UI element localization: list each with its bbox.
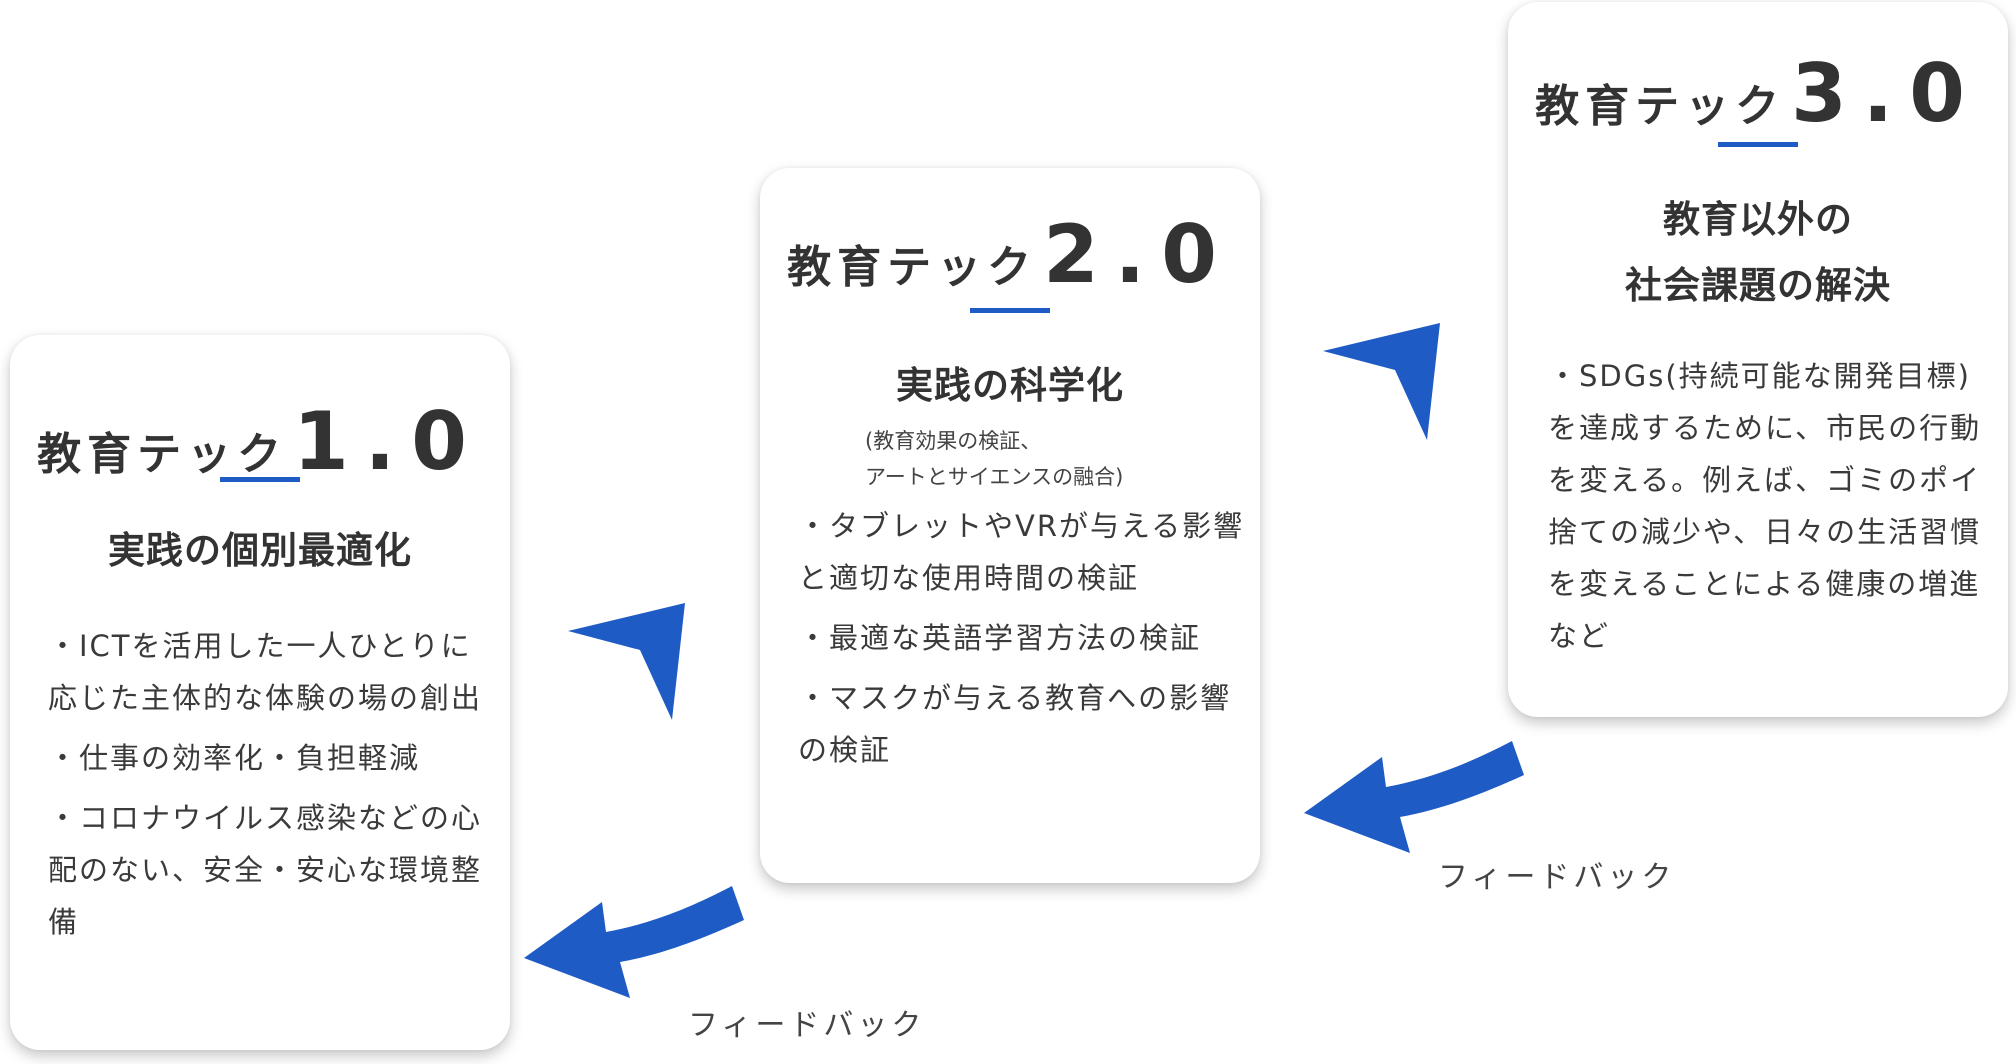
bullet-item: ・コロナウイルス感染などの心配のない、安全・安心な環境整備 [48, 801, 483, 939]
forward-arrow-icon [1323, 323, 1440, 440]
bullet-item: ・SDGs(持続可能な開発目標)を達成するために、市民の行動を変える。例えば、ゴ… [1548, 359, 1982, 653]
card-subtitle: 実践の個別最適化 [108, 529, 412, 572]
bullet-item: ・仕事の効率化・負担軽減 [48, 741, 421, 775]
forward-arrow-icon [568, 603, 685, 720]
card-edtech-1-0: 教育テック1.0 実践の個別最適化 ・ICTを活用した一人ひとりに応じた主体的な… [10, 335, 510, 1050]
card-title-version: 1.0 [293, 395, 483, 488]
feedback-label: フィードバック [1438, 860, 1676, 895]
feedback-arrow-icon [524, 886, 744, 998]
card-title-version: 2.0 [1043, 208, 1233, 301]
card-title: 教育テック3.0 [1508, 47, 2008, 140]
title-underline [220, 477, 300, 482]
card-subtitle: 実践の科学化 [896, 364, 1124, 407]
card-subtitle-line: 教育以外の [1663, 198, 1853, 241]
bullet-item: ・最適な英語学習方法の検証 [798, 621, 1202, 655]
card-note: (教育効果の検証、 アートとサイエンスの融合) [865, 423, 1123, 495]
bullet-list: ・タブレットやVRが与える影響と適切な使用時間の検証 ・最適な英語学習方法の検証… [798, 500, 1248, 784]
title-underline [970, 308, 1050, 313]
card-title-label: 教育テック [787, 242, 1038, 293]
title-underline [1718, 142, 1798, 147]
card-title: 教育テック1.0 [10, 395, 510, 488]
card-title: 教育テック2.0 [760, 208, 1260, 301]
card-edtech-3-0: 教育テック3.0 教育以外の 社会課題の解決 ・SDGs(持続可能な開発目標)を… [1508, 2, 2008, 717]
bullet-list: ・SDGs(持続可能な開発目標)を達成するために、市民の行動を変える。例えば、ゴ… [1548, 350, 1988, 662]
feedback-label: フィードバック [688, 1008, 926, 1043]
card-title-version: 3.0 [1791, 47, 1981, 140]
bullet-item: ・マスクが与える教育への影響の検証 [798, 681, 1232, 767]
card-note-line: (教育効果の検証、 [865, 429, 1042, 453]
bullet-item: ・ICTを活用した一人ひとりに応じた主体的な体験の場の創出 [48, 629, 483, 715]
card-subtitle: 教育以外の 社会課題の解決 [1508, 187, 2008, 319]
feedback-arrow-icon [1304, 741, 1524, 853]
card-edtech-2-0: 教育テック2.0 実践の科学化 (教育効果の検証、 アートとサイエンスの融合) … [760, 168, 1260, 883]
card-note-line: アートとサイエンスの融合) [865, 465, 1124, 489]
bullet-list: ・ICTを活用した一人ひとりに応じた主体的な体験の場の創出 ・仕事の効率化・負担… [48, 620, 488, 956]
card-title-label: 教育テック [1535, 81, 1786, 132]
card-title-label: 教育テック [37, 429, 288, 480]
bullet-item: ・タブレットやVRが与える影響と適切な使用時間の検証 [798, 509, 1245, 595]
card-subtitle-line: 社会課題の解決 [1625, 264, 1891, 307]
